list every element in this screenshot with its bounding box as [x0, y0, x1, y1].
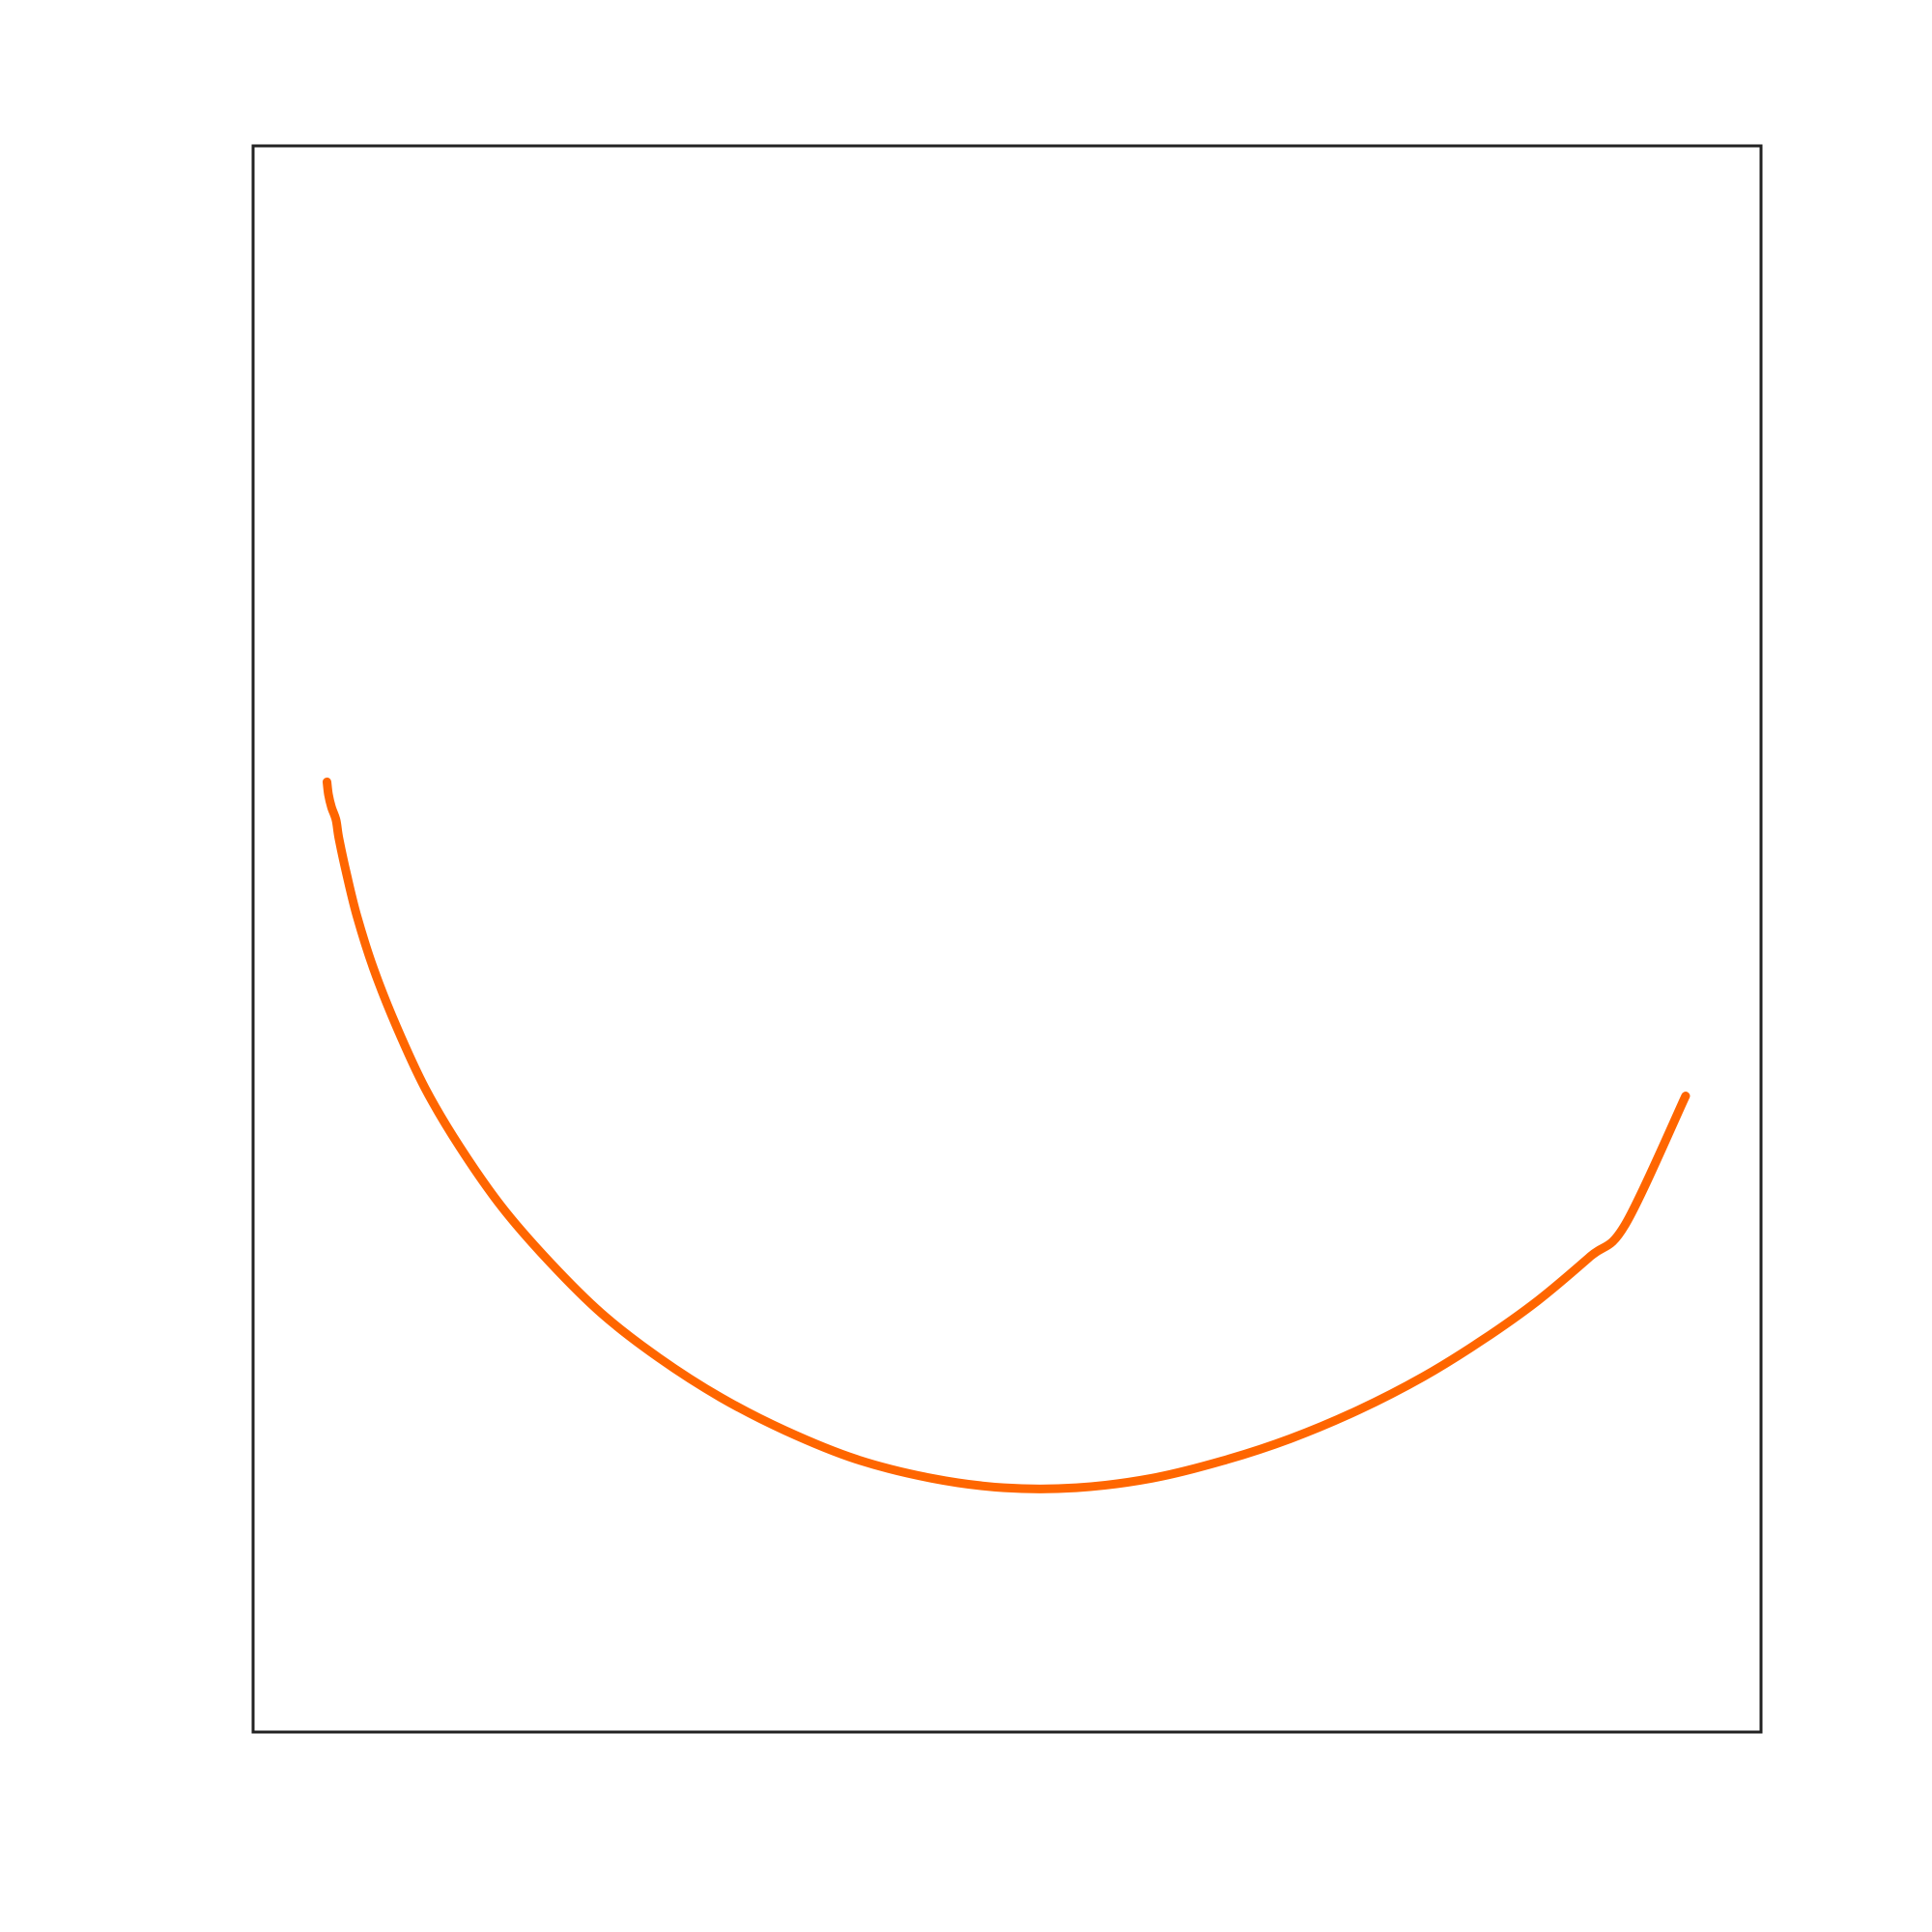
- plot-frame: [251, 144, 1763, 1734]
- series-line-0: [322, 777, 1690, 1493]
- series-layer: [322, 777, 1690, 1493]
